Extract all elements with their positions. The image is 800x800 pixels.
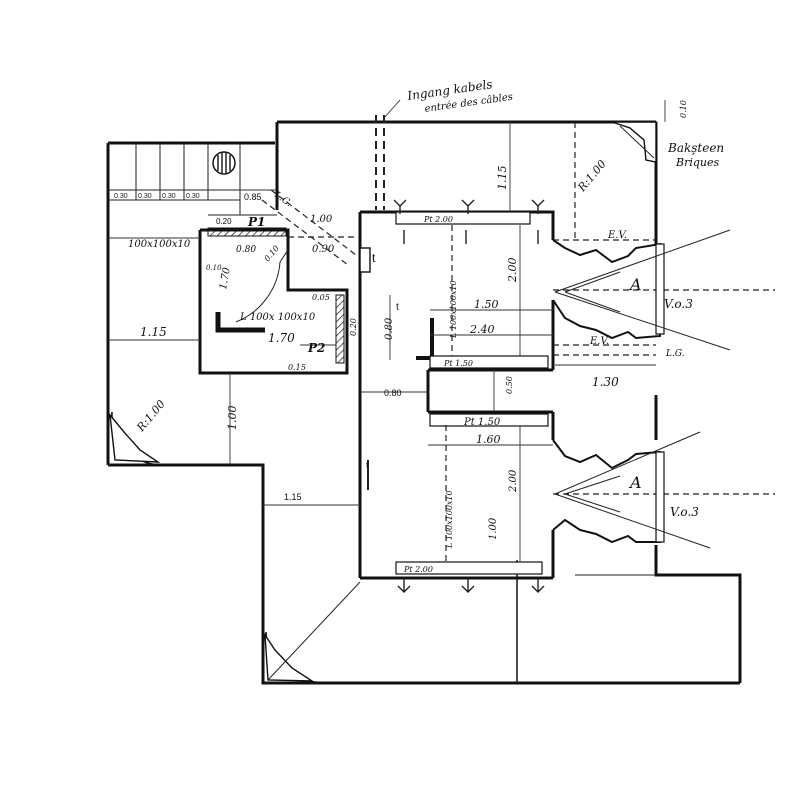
cable-box [359,247,371,273]
dim-050: 0.50 [505,376,514,394]
dim-170-vertical: 1.70 [218,266,233,290]
dim-005: 0.05 [312,293,330,302]
embrasure-top [552,229,731,351]
left-chamber [198,227,434,375]
beam-bottom [395,561,543,575]
dim-160: 1.60 [476,433,501,446]
dim-080-vertical: 0.80 [384,317,395,340]
t-marker-mid: t [396,302,399,313]
ventilation-grille-icon [212,151,236,175]
dim-150: 1.50 [474,298,499,311]
dim-085: 0.85 [244,192,262,202]
corner-radius-top [611,121,657,163]
beam-bottom-label: Pt 2.00 [403,565,433,574]
dim-130: 1.30 [592,375,619,389]
angle-iron-label: L 100x 100x10 [239,312,316,323]
l-profile-bottom: L 100x100x10 [445,490,454,549]
dim-115-left: 1.15 [140,325,167,339]
embrasure-a-bottom: A [628,473,642,492]
brick-label-fr: Briques [675,156,719,169]
dim-170: 1.70 [268,331,295,345]
outer-walls [106,120,742,685]
dim-100-vertical-bottom: 1.00 [488,517,499,540]
hidden-lines [261,115,775,562]
bolt-symbols [393,199,545,593]
angle-iron-spec: 100x100x10 [128,239,191,250]
beam-lower-mid-label: Pt 1.50 [463,417,501,428]
dimension-lines [108,99,666,562]
dim-030-d: 0.30 [186,193,200,200]
beam-lower-mid [429,413,549,427]
lg-mid-label: L.G. [665,349,685,359]
dim-200-vertical-top: 2.00 [506,258,519,284]
dim-100-diag: 1.00 [310,214,333,225]
t-marker-top: t [372,251,376,265]
ev-top-label: E.V. [607,230,627,241]
l-profile-top: L 100x100x10 [449,280,458,339]
corner-radius-left [109,411,161,466]
dim-030-c: 0.30 [162,193,176,200]
beam-upper-mid [429,355,549,369]
dim-020-mid: 0.20 [349,318,358,336]
p1-label: P1 [247,215,265,229]
dim-090: 0.90 [312,244,335,255]
dim-010-left: 0.10 [206,264,222,272]
dim-115-bottom: 1.15 [284,492,302,502]
embrasure-bottom [552,431,711,549]
radius-top-label: R:1.00 [575,158,609,195]
dim-015: 0.15 [288,363,306,372]
p2-label: P2 [307,341,325,355]
embrasure-a-top: A [628,275,642,294]
beam-top-label: Pt 2.00 [423,215,453,224]
stair-treads [108,143,277,216]
vo3-bottom-label: V.o.3 [670,505,699,519]
dim-080-p1: 0.80 [236,245,256,255]
steel-beams [395,211,549,575]
p1-hatch [207,227,287,237]
dim-020-p1: 0.20 [216,217,232,226]
dim-115-top: 1.15 [496,166,509,191]
dim-010-door: 0.10 [263,244,281,263]
ev-mid-label: E.V. [589,336,609,347]
beam-top [395,211,531,225]
dim-030-b: 0.30 [138,193,152,200]
t-marker-low: t [366,460,369,470]
dim-200-vertical-bottom: 2.00 [508,469,519,493]
dim-010-top: 0.10 [679,100,688,118]
brick-label-nl: Bakşteen [667,141,724,155]
dim-080-center: 0.80 [384,388,402,398]
dim-100-left: 1.00 [226,406,239,431]
corner-radius-bottom [264,581,361,683]
dim-030-a: 0.30 [114,193,128,200]
vo3-top-label: V.o.3 [664,297,693,311]
annotations: Ingang kabels entrée des câbles Bakşteen… [114,77,724,574]
beam-upper-mid-label: Pt 1.50 [443,359,473,368]
p2-hatch [335,294,345,364]
dim-240: 2.40 [469,323,495,336]
radius-left-label: R:1.00 [134,398,168,435]
